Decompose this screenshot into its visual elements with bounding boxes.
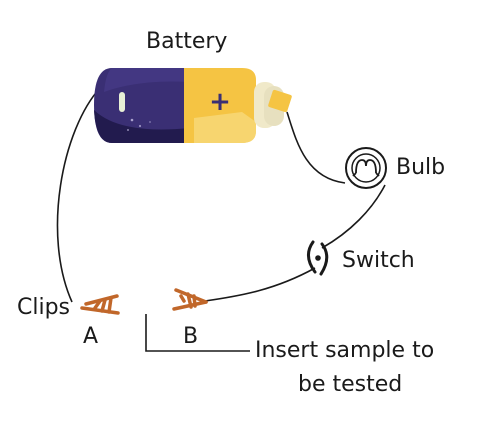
switch-label: Switch — [342, 248, 415, 273]
clip-b-icon — [172, 288, 208, 311]
battery-positive-symbol: + — [209, 87, 231, 117]
battery-icon — [94, 68, 292, 143]
clips-label: Clips — [17, 295, 71, 320]
clip-b-label: B — [183, 324, 199, 349]
battery-label: Battery — [146, 29, 228, 54]
clip-a-icon — [80, 294, 120, 315]
wire-battery-to-bulb — [286, 111, 346, 184]
wire-battery-to-clip-a — [56, 87, 101, 303]
bulb-icon — [345, 147, 387, 189]
wire-switch-to-clip-b — [204, 267, 316, 302]
clip-a-label: A — [83, 324, 99, 349]
sample-label-line1: Insert sample to — [255, 338, 435, 363]
bulb-label: Bulb — [396, 155, 446, 180]
switch-icon — [307, 240, 329, 276]
sample-label-line2: be tested — [298, 372, 403, 397]
sample-pointer-line — [145, 314, 250, 352]
wire-bulb-to-switch — [321, 184, 386, 249]
